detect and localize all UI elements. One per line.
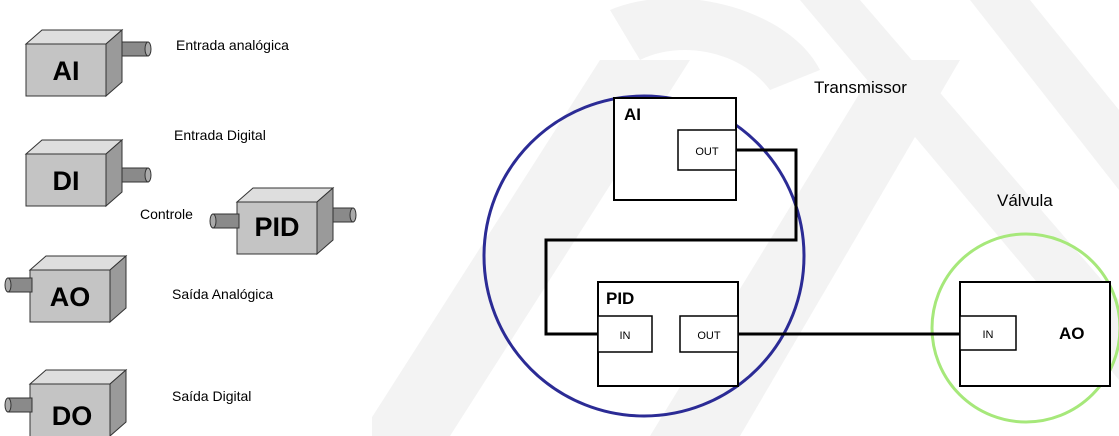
- legend-block-label: DO: [52, 401, 93, 431]
- port-label: OUT: [695, 146, 719, 158]
- legend-description: Entrada Digital: [174, 127, 266, 143]
- transmitter-circle: [482, 94, 806, 418]
- out-port: [679, 315, 739, 353]
- block-title: AO: [1059, 324, 1085, 343]
- legend-block-ao: AO: [4, 254, 128, 324]
- legend-block-di: DI: [24, 138, 152, 208]
- legend-description: Saída Analógica: [172, 286, 273, 302]
- legend-block-do: DO: [4, 368, 128, 436]
- port-label: OUT: [697, 330, 721, 342]
- legend-block-label: PID: [254, 212, 299, 242]
- port-label: IN: [983, 329, 994, 341]
- connector-icon: [7, 397, 33, 413]
- port-label: IN: [620, 330, 631, 342]
- ai-function-block: AI OUT: [613, 97, 737, 201]
- connector-icon: [212, 213, 240, 229]
- legend-description: Controle: [140, 206, 193, 222]
- legend-block-pid: PID: [209, 186, 357, 256]
- connector-icon: [121, 167, 149, 183]
- valve-label: Válvula: [997, 191, 1053, 210]
- connector-icon: [7, 277, 33, 293]
- in-port: [597, 315, 653, 353]
- ai-to-pid-link: [544, 148, 798, 336]
- out-port: [677, 129, 737, 171]
- legend-description: Saída Digital: [172, 388, 251, 404]
- valve-circle: [930, 232, 1119, 424]
- legend-block-label: AI: [53, 56, 80, 86]
- connector-icon: [121, 41, 149, 57]
- block-title: PID: [606, 289, 634, 308]
- block-title: AI: [624, 105, 641, 124]
- legend-block-label: DI: [53, 166, 80, 196]
- legend-block-label: AO: [50, 282, 91, 312]
- pid-function-block: PID IN OUT: [597, 281, 739, 387]
- legend-description: Entrada analógica: [176, 37, 289, 53]
- ao-function-block: IN AO: [959, 281, 1111, 387]
- transmitter-label: Transmissor: [814, 78, 907, 97]
- in-port: [959, 315, 1017, 351]
- legend-block-ai: AI: [24, 28, 152, 98]
